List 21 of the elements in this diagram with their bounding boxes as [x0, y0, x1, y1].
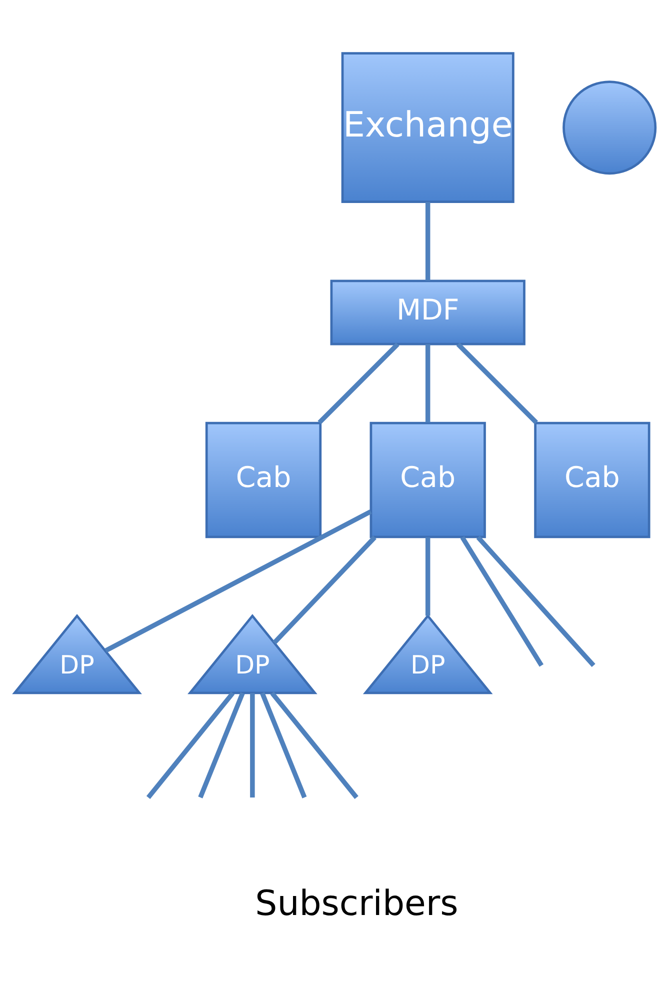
connector [146, 692, 235, 799]
node-box: MDF [330, 280, 526, 346]
connector [260, 692, 307, 798]
connector [198, 692, 245, 798]
connector [425, 537, 430, 616]
connector [460, 536, 544, 667]
node-box: Cab [205, 422, 322, 538]
label: Subscribers [255, 884, 458, 924]
connector [476, 536, 596, 668]
connector [456, 342, 538, 424]
connector [425, 202, 430, 281]
node-box: Exchange [341, 52, 514, 204]
connector [104, 509, 372, 653]
connector [270, 692, 358, 799]
connector [318, 342, 400, 424]
node-circle [562, 80, 657, 175]
connector [425, 344, 430, 423]
node-box: Cab [534, 422, 650, 538]
node-box: Cab [370, 422, 486, 538]
connector [272, 536, 376, 644]
connector [250, 693, 255, 798]
